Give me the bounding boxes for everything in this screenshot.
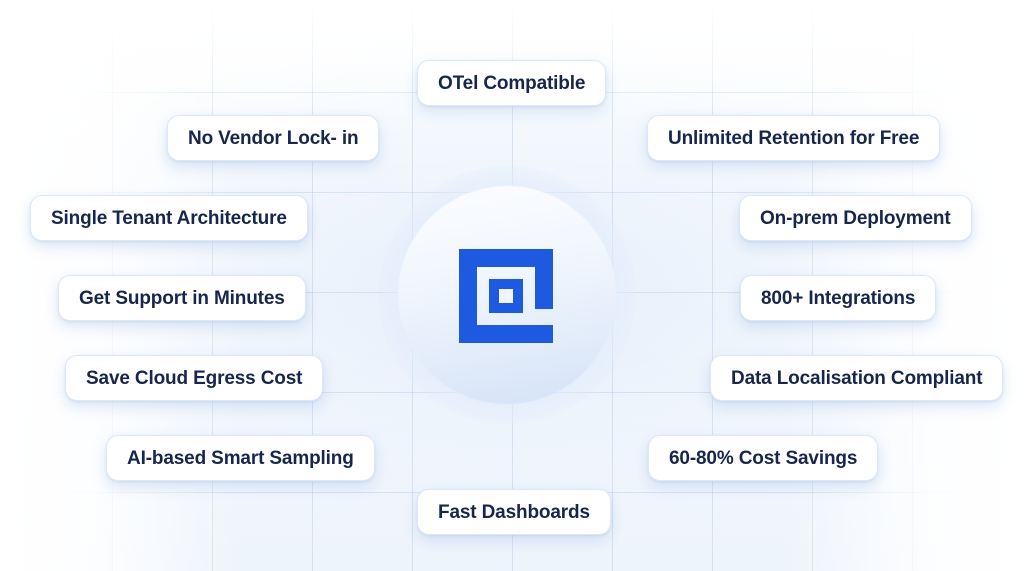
feature-pill-label: 800+ Integrations [761,287,916,309]
feature-pill-800-plus-integrations[interactable]: 800+ Integrations [740,275,937,321]
feature-pill-save-cloud-egress-cost[interactable]: Save Cloud Egress Cost [65,355,324,401]
feature-pill-label: On-prem Deployment [760,207,951,229]
feature-pill-label: Save Cloud Egress Cost [86,367,303,389]
feature-pill-get-support-in-minutes[interactable]: Get Support in Minutes [58,275,306,321]
feature-pill-label: Data Localisation Compliant [731,367,983,389]
feature-pill-no-vendor-lock-in[interactable]: No Vendor Lock- in [167,115,380,161]
feature-pill-label: 60-80% Cost Savings [669,447,858,469]
feature-pill-fast-dashboards[interactable]: Fast Dashboards [417,489,611,535]
feature-pill-ai-based-smart-sampling[interactable]: AI-based Smart Sampling [106,435,375,481]
feature-pill-data-localisation-compliant[interactable]: Data Localisation Compliant [710,355,1004,401]
feature-pill-on-prem-deployment[interactable]: On-prem Deployment [739,195,972,241]
feature-pill-60-80-percent-cost-savings[interactable]: 60-80% Cost Savings [648,435,879,481]
signoz-logo-icon [459,249,553,343]
feature-pill-label: OTel Compatible [438,72,586,94]
feature-pill-label: Unlimited Retention for Free [668,127,920,149]
feature-pill-unlimited-retention-for-free[interactable]: Unlimited Retention for Free [647,115,941,161]
feature-pill-label: Get Support in Minutes [79,287,285,309]
feature-pill-label: AI-based Smart Sampling [127,447,354,469]
feature-pill-otel-compatible[interactable]: OTel Compatible [417,60,607,106]
feature-pill-label: Single Tenant Architecture [51,207,287,229]
feature-pill-label: No Vendor Lock- in [188,127,359,149]
feature-pill-single-tenant-architecture[interactable]: Single Tenant Architecture [30,195,308,241]
feature-pill-label: Fast Dashboards [438,501,590,523]
